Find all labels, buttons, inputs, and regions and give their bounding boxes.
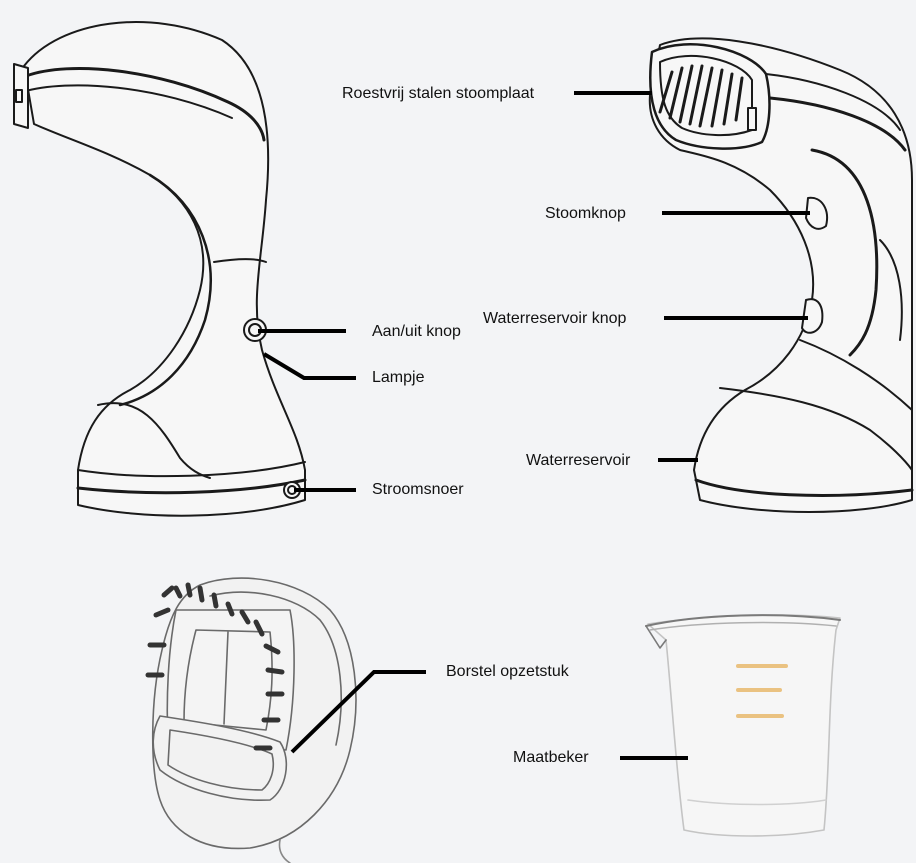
label-reservoir-knop: Waterreservoir knop — [483, 310, 626, 328]
label-stroomsnoer: Stroomsnoer — [372, 481, 464, 499]
label-maatbeker: Maatbeker — [513, 749, 589, 767]
label-borstel: Borstel opzetstuk — [446, 663, 569, 681]
label-lampje: Lampje — [372, 369, 424, 387]
steamer-right-icon — [650, 38, 912, 512]
label-stoomplaat: Roestvrij stalen stoomplaat — [342, 85, 534, 103]
label-aan-uit: Aan/uit knop — [372, 323, 461, 341]
steamer-left-icon — [14, 22, 305, 516]
leader-lampje — [264, 354, 356, 378]
label-stoomknop: Stoomknop — [545, 205, 626, 223]
label-waterreservoir: Waterreservoir — [526, 452, 630, 470]
measuring-cup-icon — [646, 615, 840, 836]
